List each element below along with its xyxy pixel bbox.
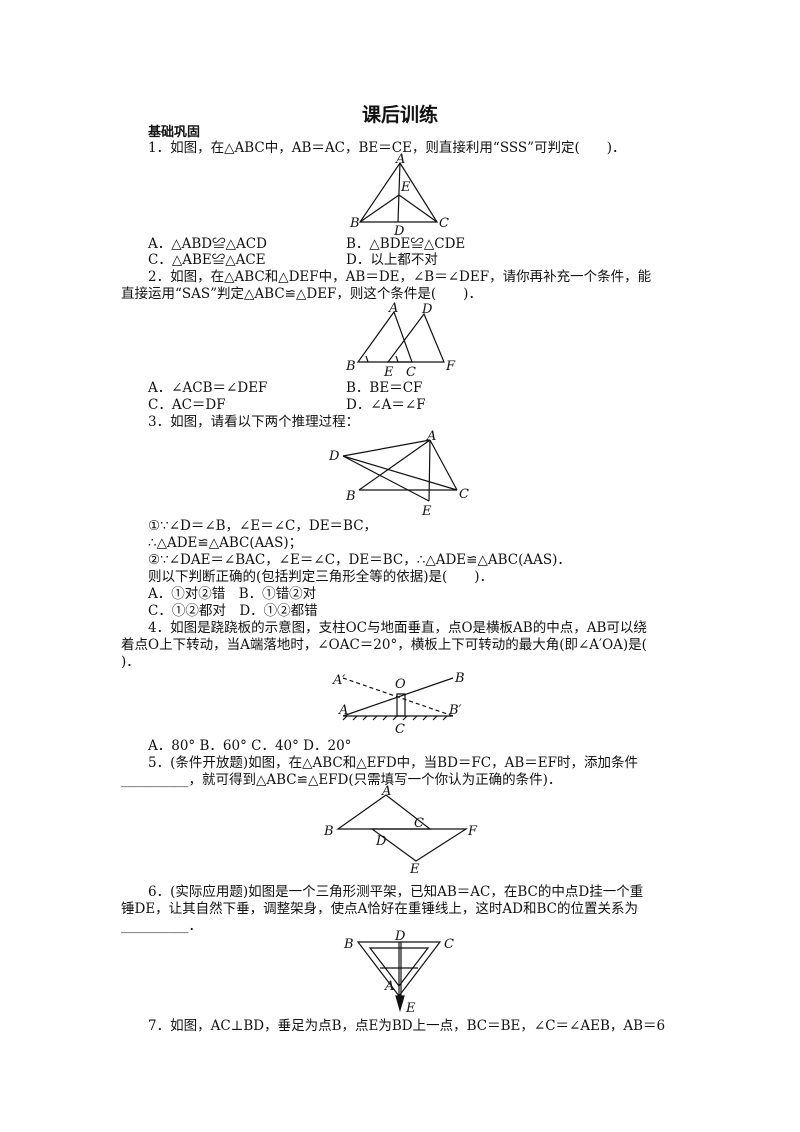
q1-option-b: B．△BDE≌△CDE: [346, 236, 466, 252]
q4-options: A．80° B．60° C．40° D．20°: [148, 738, 352, 754]
q4-hatch-9: [422, 715, 428, 721]
q4-figure: A′ O B A B′ C: [332, 671, 465, 737]
q4-stem-line2: 着点O上下转动，当A端落地时，∠OAC＝20°，横板上下可转动的最大角(即∠A′…: [121, 637, 647, 653]
q5-label-a: A: [381, 784, 391, 799]
section-heading: 基础巩固: [148, 125, 201, 140]
q3-options-ab: A．①对②错 B．①错②对: [148, 586, 317, 602]
q6-stem-line3: __________．: [121, 918, 202, 934]
q3-options-cd: C．①②都对 D．①②都错: [148, 603, 318, 619]
q6-plumb-bob: [395, 995, 405, 1013]
q4-support-post: [396, 693, 406, 717]
q4-label-o: O: [395, 677, 406, 692]
q2-option-c: C．AC＝DF: [148, 397, 226, 413]
q4-hatch-1: [342, 715, 348, 721]
q2-label-b: B: [345, 359, 356, 374]
q2-option-d: D．∠A＝∠F: [346, 397, 426, 413]
q2-label-e: E: [383, 365, 394, 380]
q2-option-a: A．∠ACB＝∠DEF: [148, 380, 268, 396]
q3-segment-ac: [429, 439, 458, 491]
q2-stem-line1: 2．如图，在△ABC和△DEF中，AB＝DE，∠B＝∠DEF，请你再补充一个条件…: [148, 269, 652, 285]
q2-figure: A D B E C F: [345, 301, 456, 380]
q6-stem-line2: 锤DE，让其自然下垂，调整架身，使点A恰好在重锤线上，这时AD和BC的位置关系为: [121, 901, 639, 917]
q2-stem-line2: 直接运用“SAS”判定△ABC≌△DEF，则这个条件是( )．: [121, 286, 482, 302]
q5-triangle-efd: [370, 828, 469, 862]
q4-board-a1b1: [342, 677, 454, 717]
q3-stem: 3．如图，请看以下两个推理过程：: [148, 414, 360, 430]
q4-hatch-3: [362, 715, 368, 721]
q1-segment-be: [359, 194, 400, 223]
q1-stem: 1．如图，在△ABC中，AB＝AC，BE＝CE，则直接利用“SSS”可判定( )…: [148, 140, 626, 156]
q3-label-d: D: [328, 449, 340, 464]
q2-label-c: C: [406, 365, 416, 380]
q3-label-b: B: [345, 489, 356, 504]
q3-label-c: C: [459, 487, 469, 502]
q5-figure: A B C D F E: [323, 784, 478, 877]
q1-option-d: D．以上都不对: [346, 252, 438, 268]
q4-hatch-6: [392, 715, 398, 721]
q3-reasoning-1-conclusion: ∴△ADE≌△ABC(AAS)；: [148, 535, 303, 551]
q3-reasoning-1: ①∵∠D＝∠B，∠E＝∠C，DE＝BC，: [148, 518, 378, 534]
q2-triangle-def: [386, 312, 445, 363]
q5-label-b: B: [323, 824, 334, 839]
q3-segment-dc: [342, 455, 458, 491]
q2-option-b: B．BE＝CF: [346, 380, 423, 396]
q3-figure: A D B C E: [328, 429, 469, 519]
q2-triangle-abc: [356, 310, 413, 363]
q4-hatch-8: [412, 715, 418, 721]
q4-hatch-5: [382, 715, 388, 721]
q1-option-c: C．△ABE≌△ACE: [148, 252, 266, 268]
q5-label-e: E: [409, 862, 420, 877]
q3-label-a: A: [426, 429, 436, 444]
q4-stem-line1: 4．如图是跷跷板的示意图，支柱OC与地面垂直，点O是横板AB的中点，AB可以绕: [148, 620, 647, 636]
q3-reasoning-2: ②∵∠DAE＝∠BAC，∠E＝∠C，DE＝BC，∴△ADE≌△ABC(AAS)．: [148, 552, 571, 568]
q4-hatch-10: [432, 715, 438, 721]
q2-angle-e-mark: [395, 355, 399, 363]
q1-label-b: B: [349, 216, 360, 231]
q4-hatch-4: [372, 715, 378, 721]
q5-stem-line1: 5．(条件开放题)如图，在△ABC和△EFD中，当BD＝FC，AB＝EF时，添加…: [148, 755, 639, 771]
q1-label-d: D: [393, 224, 405, 239]
q4-label-c: C: [395, 722, 405, 737]
q4-label-b1: B′: [448, 703, 462, 718]
q6-label-a: A: [384, 979, 394, 994]
page-title: 课后训练: [361, 104, 438, 126]
q4-hatch-2: [352, 715, 358, 721]
q5-stem-line2: __________，就可得到△ABC≌△EFD(只需填写一个你认为正确的条件)…: [121, 772, 562, 788]
q6-label-e: E: [405, 1001, 416, 1016]
q5-label-d: D: [375, 834, 387, 849]
q1-label-e: E: [400, 180, 411, 195]
q1-label-a: A: [395, 152, 405, 167]
q2-angle-b-mark: [365, 355, 369, 363]
q4-label-a: A: [338, 703, 348, 718]
q5-label-c: C: [414, 816, 424, 831]
q6-label-c: C: [444, 937, 454, 952]
q5-label-f: F: [467, 824, 478, 839]
q2-label-d: D: [421, 302, 433, 317]
q2-label-f: F: [445, 359, 456, 374]
q3-segment-de: [342, 455, 430, 502]
q6-stem-line1: 6．(实际应用题)如图是一个三角形测平架，已知AB＝AC，在BC的中点D挂一个重: [148, 884, 644, 900]
q4-stem-line3: )．: [121, 654, 140, 670]
q1-option-a: A．△ABD≌△ACD: [148, 236, 267, 252]
q1-median-ad: [397, 162, 401, 223]
q6-figure: B D C A E: [343, 929, 454, 1016]
q4-hatch-11: [442, 715, 448, 721]
q6-label-d: D: [394, 929, 406, 944]
q3-segment-da: [342, 439, 431, 457]
q2-label-a: A: [388, 301, 398, 316]
q3-question: 则以下判断正确的(包括判定三角形全等的依据)是( )．: [148, 569, 494, 585]
q4-label-b: B: [454, 671, 465, 686]
q1-segment-ce: [398, 194, 438, 223]
q4-label-a1: A′: [332, 673, 345, 688]
q7-stem: 7．如图，AC⊥BD，垂足为点B，点E为BD上一点，BC＝BE，∠C＝∠AEB，…: [148, 1018, 666, 1034]
q1-label-c: C: [439, 216, 449, 231]
q6-label-b: B: [343, 937, 354, 952]
q3-segment-ba: [358, 439, 431, 491]
q1-figure: A E B C D: [349, 152, 449, 239]
q3-label-e: E: [421, 504, 432, 519]
q3-segment-ae: [428, 439, 431, 502]
q4-hatch-7: [402, 715, 408, 721]
